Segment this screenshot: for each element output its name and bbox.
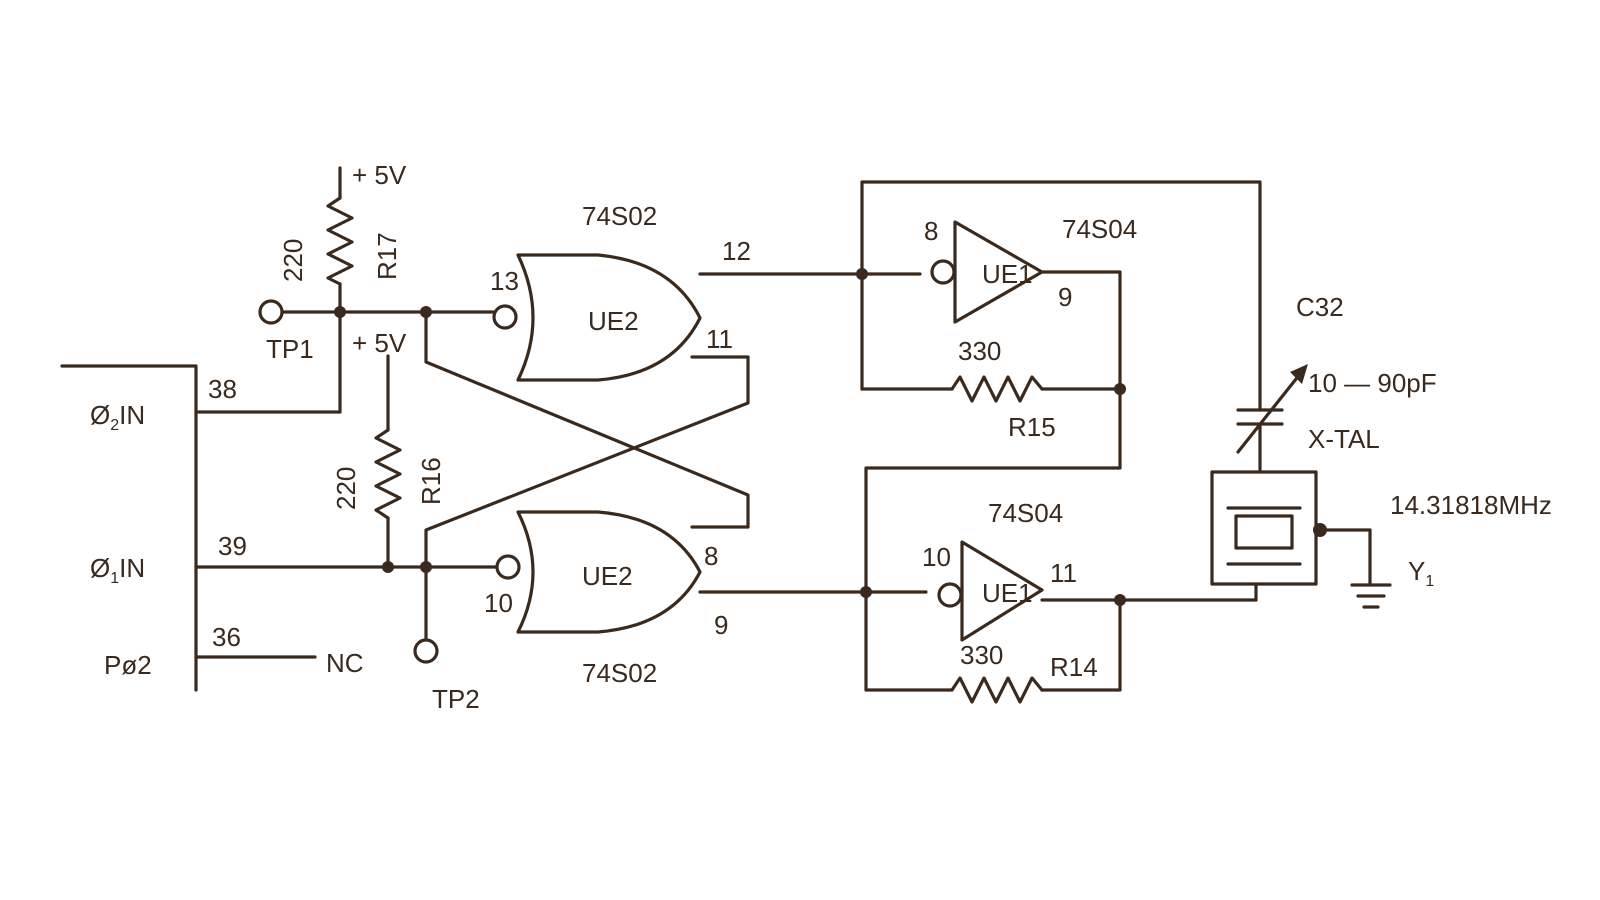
label-c32-value: 10 — 90pF (1308, 368, 1437, 398)
capacitor-adjust-arrow (1236, 372, 1302, 454)
crystal-element (1234, 514, 1294, 550)
connector-outline (60, 364, 198, 692)
capacitor-arrow-head (1290, 364, 1308, 384)
label-c32-ref: C32 (1296, 292, 1344, 322)
nor-gate-bottom (516, 510, 702, 634)
label-phi2-in-rest: IN (119, 400, 145, 430)
resistor-r14 (950, 676, 1044, 704)
cross-wire-a (424, 310, 750, 529)
junction-bottom-inv-in (860, 586, 872, 598)
label-pin11-nor: 11 (706, 324, 733, 354)
junction-top-inv-in (856, 268, 868, 280)
label-nc: NC (326, 648, 364, 678)
label-phi1-in: Ø1IN (90, 553, 145, 587)
label-pin8-inv: 8 (924, 216, 938, 246)
label-y1-main: Y (1408, 556, 1425, 586)
label-r16-value: 220 (331, 467, 361, 510)
label-inv-top-part: 74S04 (1062, 214, 1137, 244)
nor-gate-top (516, 253, 702, 382)
inv-top-bubble (930, 259, 956, 285)
inv-bottom-bubble (937, 582, 963, 608)
label-phi1-in-sub: 1 (110, 570, 119, 587)
wire-r14-right (1040, 598, 1122, 692)
cross-wire-b (424, 355, 750, 569)
resistor-r15 (950, 375, 1044, 403)
resistor-r16 (374, 428, 402, 520)
label-inv-top-ref: UE1 (982, 259, 1033, 289)
label-r17-ref: R17 (372, 232, 402, 280)
junction-r15-right (1114, 383, 1126, 395)
label-nor-bottom-part: 74S02 (582, 658, 657, 688)
label-phi2-in: Ø2IN (90, 400, 145, 434)
label-r15-value: 330 (958, 336, 1001, 366)
label-phi2-in-sub: 2 (110, 417, 119, 434)
label-pin10-inv: 10 (922, 542, 951, 572)
label-xtal: X-TAL (1308, 424, 1380, 454)
label-r15-ref: R15 (1008, 412, 1056, 442)
label-pin9-inv: 9 (1058, 282, 1072, 312)
label-y1-sub: 1 (1425, 573, 1434, 590)
label-inv-bottom-ref: UE1 (982, 578, 1033, 608)
label-pin38: 38 (208, 374, 237, 404)
tp2-terminal (413, 638, 439, 664)
wire-top-feedback-frame (860, 180, 1262, 412)
label-plus5v-top: + 5V (352, 160, 407, 190)
label-nor-top-part: 74S02 (582, 201, 657, 231)
label-pin36: 36 (212, 622, 241, 652)
label-pin39: 39 (218, 531, 247, 561)
label-inv-bottom-part: 74S04 (988, 498, 1063, 528)
label-pin12: 12 (722, 236, 751, 266)
label-pin9-nor: 9 (714, 610, 728, 640)
label-phi1-in-rest: IN (119, 553, 145, 583)
junction-r14-right (1114, 594, 1126, 606)
label-y1: Y1 (1408, 556, 1434, 590)
label-plus5v-mid: + 5V (352, 328, 407, 358)
label-tp2: TP2 (432, 684, 480, 714)
junction-r17 (334, 306, 346, 318)
resistor-r17 (326, 196, 354, 286)
label-r14-value: 330 (960, 640, 1003, 670)
label-pin11-inv: 11 (1050, 558, 1077, 588)
label-frequency: 14.31818MHz (1390, 490, 1552, 520)
nor-top-input-bubble (492, 304, 518, 330)
label-tp1: TP1 (266, 334, 314, 364)
label-pin13: 13 (490, 266, 519, 296)
label-nor-top-ref: UE2 (588, 306, 639, 336)
label-pphi2: Pø2 (104, 650, 152, 680)
tp1-terminal (258, 299, 284, 325)
wire-r14-loop (864, 590, 954, 692)
junction-r16 (382, 561, 394, 573)
crystal-case-terminal (1313, 523, 1327, 537)
inverter-bottom (960, 540, 1044, 642)
label-phi1-in-main: Ø (90, 553, 110, 583)
label-nor-bottom-ref: UE2 (582, 561, 633, 591)
label-pin10-nor: 10 (484, 588, 513, 618)
label-phi2-in-main: Ø (90, 400, 110, 430)
label-r14-ref: R14 (1050, 652, 1098, 682)
wire-top-inv-output (864, 270, 1122, 594)
label-r16-ref: R16 (416, 457, 446, 505)
label-pin8-nor: 8 (704, 541, 718, 571)
label-r17-value: 220 (278, 239, 308, 282)
nor-bottom-input-bubble (495, 554, 521, 580)
